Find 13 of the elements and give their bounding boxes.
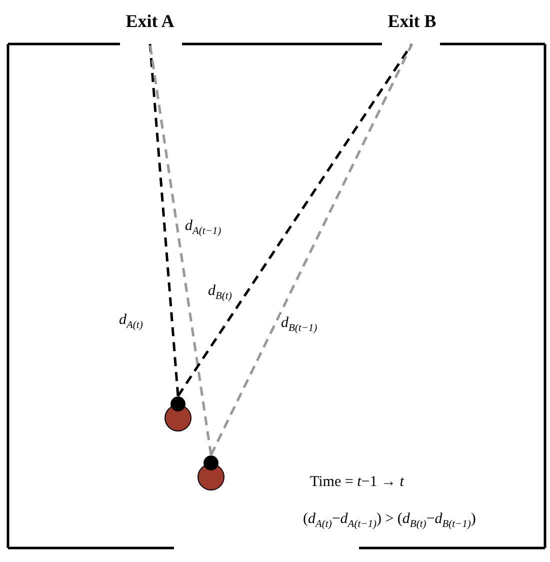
- edge-label: d$_{B(t−1)}$: [280, 315, 318, 334]
- distance-line: [148, 44, 212, 456]
- distance-line: [148, 44, 180, 396]
- edge-label: d$_{A(t)}$: [118, 312, 144, 331]
- time-note: Time = t−1 → t: [310, 474, 404, 491]
- edge-label: d$_{B(t)}$: [207, 283, 233, 302]
- condition-note: (d$_{A(t)}$−d$_{A(t−1)}$) > (d$_{B(t)}$−d$_{B(t−1)}$): [303, 511, 476, 530]
- distance-line: [210, 43, 414, 456]
- person-icon: [197, 455, 225, 491]
- edge-label: d$_{A(t−1)}$: [184, 218, 222, 237]
- person-icon: [164, 396, 192, 432]
- exit-label: Exit B: [372, 6, 452, 44]
- exit-label: Exit A: [110, 6, 190, 44]
